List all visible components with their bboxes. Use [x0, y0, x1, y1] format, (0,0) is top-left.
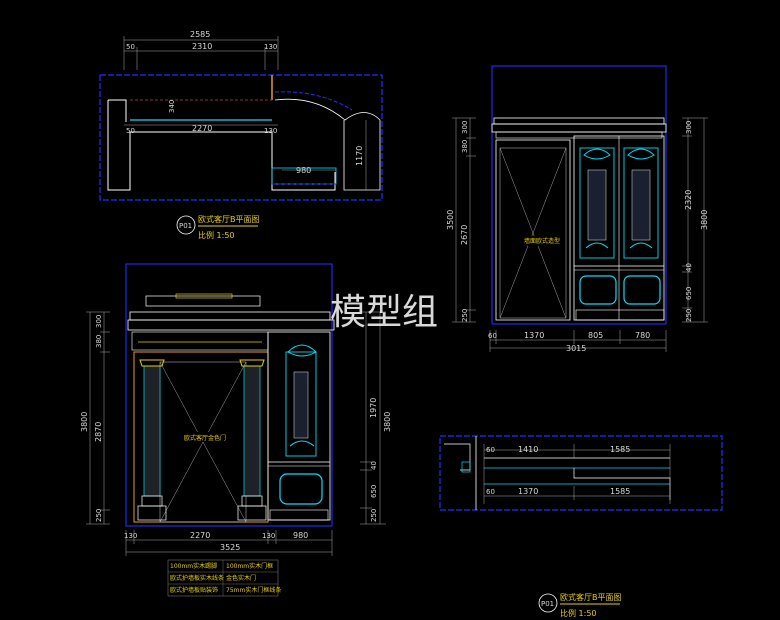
elevation-left-dim-right-650: 650 [370, 485, 378, 498]
elevation-left-dim-left-2870: 2870 [94, 422, 103, 442]
elevation-right-dim-right-300: 300 [685, 121, 693, 134]
elevation-left-dim-bottom-total: 3525 [220, 543, 240, 552]
elevation-left-dim-left-380: 380 [95, 335, 103, 348]
plan-top-dim-50: 50 [126, 43, 135, 51]
plan-top: 2585 50 2310 130 50 2270 130 340 980 117… [99, 30, 383, 240]
elevation-left-legend-1b: 100mm实木门框 [226, 562, 273, 570]
plan-top-dim-980: 980 [296, 166, 311, 175]
elevation-right-dim-bottom-805: 805 [588, 331, 603, 340]
elevation-right-dim-left-2670: 2670 [460, 225, 469, 245]
plan-bottom-dim-top-1585: 1585 [610, 445, 630, 454]
elevation-right-center-label: 墙面欧式造型 [524, 237, 560, 245]
plan-top-inner-dim-2270: 2270 [192, 124, 212, 133]
elevation-right-dim-bottom-60: 60 [488, 332, 497, 340]
elevation-left-legend-3a: 欧式护墙板贴装饰 [170, 586, 218, 594]
elevation-right: 墙面欧式造型 300 380 2670 250 3500 [446, 65, 709, 353]
elevation-right-dim-left-total: 3500 [446, 210, 455, 230]
elevation-left-dim-right-250: 250 [370, 509, 378, 522]
plan-top-title-badge: P01 [179, 222, 192, 230]
elevation-left-center-label: 欧式客厅金色门 [184, 434, 226, 442]
plan-bottom-title-badge: P01 [541, 600, 554, 608]
elevation-right-dim-right-250: 250 [685, 309, 693, 322]
elevation-right-dim-bottom-1370: 1370 [524, 331, 544, 340]
elevation-left-dim-bottom-130b: 130 [262, 532, 275, 540]
elevation-right-dim-right-total: 3800 [700, 210, 709, 230]
plan-top-inner-dim-50: 50 [126, 127, 135, 135]
plan-bottom-dim-bottom-1370: 1370 [518, 487, 538, 496]
elevation-right-dim-bottom-total: 3015 [566, 344, 586, 353]
elevation-left-dim-bottom-2270: 2270 [190, 531, 210, 540]
plan-bottom-dim-bottom-1585: 1585 [610, 487, 630, 496]
plan-bottom-dim-top-1410: 1410 [518, 445, 538, 454]
plan-top-scale: 比例 1:50 [198, 230, 235, 240]
elevation-left-dim-left-250: 250 [95, 509, 103, 522]
plan-top-inner-dim-130: 130 [264, 127, 277, 135]
elevation-left-dim-right-3800: 3800 [383, 412, 392, 432]
elevation-right-dim-right-650: 650 [685, 287, 693, 300]
elevation-right-dim-left-250: 250 [461, 309, 469, 322]
elevation-left-legend-1a: 100mm实木踢脚 [170, 562, 217, 570]
elevation-left: 欧式客厅金色门 300 380 2870 250 3800 1970 3800 [80, 263, 392, 597]
elevation-left-dim-left-300: 300 [95, 315, 103, 328]
plan-top-dim-total: 2585 [190, 30, 210, 39]
elevation-left-legend-2a: 欧式护墙板实木线条 [170, 574, 224, 582]
plan-top-dim-130: 130 [264, 43, 277, 51]
plan-top-title: 欧式客厅B平面图 [198, 214, 260, 224]
elevation-left-legend-2b: 金色实木门 [226, 574, 256, 582]
elevation-left-dim-left-total: 3800 [80, 412, 89, 432]
watermark: 模型组 [330, 292, 438, 333]
plan-bottom: 60 1410 1585 60 1370 1585 P01 欧式客厅B平面图 比… [439, 435, 723, 618]
elevation-left-dim-bottom-980: 980 [293, 531, 308, 540]
elevation-left-dim-right-1970: 1970 [369, 398, 378, 418]
plan-bottom-scale: 比例 1:50 [560, 608, 597, 618]
plan-bottom-title: 欧式客厅B平面图 [560, 592, 622, 602]
plan-bottom-dim-top-60: 60 [486, 446, 495, 454]
plan-top-dim-2310: 2310 [192, 42, 212, 51]
elevation-right-dim-left-380: 380 [461, 140, 469, 153]
plan-top-dim-1170: 1170 [355, 146, 364, 166]
elevation-right-dim-bottom-780: 780 [635, 331, 650, 340]
elevation-right-dim-left-300: 300 [461, 121, 469, 134]
elevation-left-legend-3b: 75mm实木门框线条 [226, 586, 281, 594]
elevation-right-dim-right-40: 40 [685, 263, 693, 272]
elevation-left-dim-right-40: 40 [370, 461, 378, 470]
plan-bottom-dim-bottom-60: 60 [486, 488, 495, 496]
plan-top-dim-340: 340 [168, 100, 176, 113]
elevation-left-dim-bottom-130a: 130 [124, 532, 137, 540]
elevation-right-dim-right-2320: 2320 [684, 190, 693, 210]
